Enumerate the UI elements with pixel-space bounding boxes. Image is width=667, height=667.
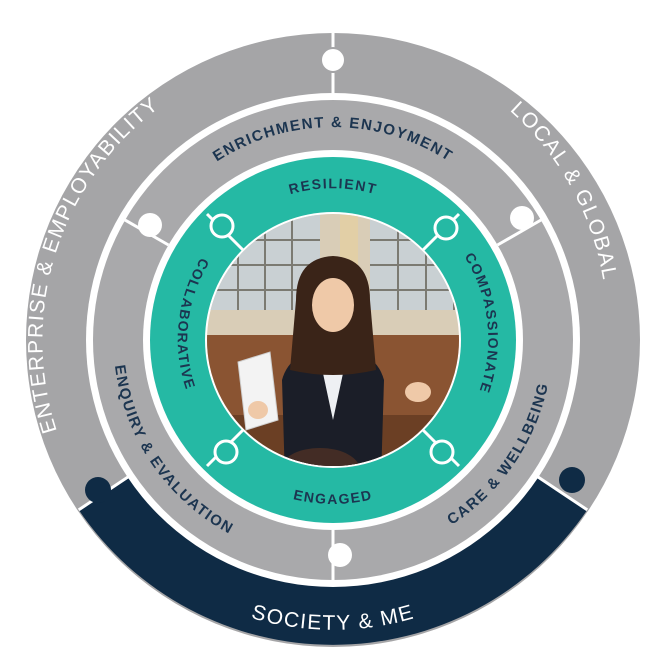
inner-puzzle-tab-ll	[213, 439, 239, 465]
middle-divider-upper-right	[496, 218, 542, 247]
outer-puzzle-tab-left	[85, 477, 111, 503]
middle-puzzle-tab-left	[138, 213, 162, 237]
outer-puzzle-tab-right	[559, 467, 585, 493]
middle-puzzle-tab-right	[510, 206, 534, 230]
inner-label-resilient: RESILIENT	[287, 175, 379, 197]
outer-puzzle-tab-top	[320, 47, 346, 73]
inner-puzzle-tab-lr	[429, 439, 455, 465]
inner-label-engaged: ENGAGED	[292, 486, 374, 507]
inner-puzzle-tab-ur	[433, 215, 459, 241]
middle-puzzle-tab-bottom	[328, 543, 352, 567]
outer-divider-right	[536, 475, 589, 512]
inner-puzzle-tab-ul	[209, 213, 235, 239]
outer-ring-segment-society	[78, 476, 588, 645]
